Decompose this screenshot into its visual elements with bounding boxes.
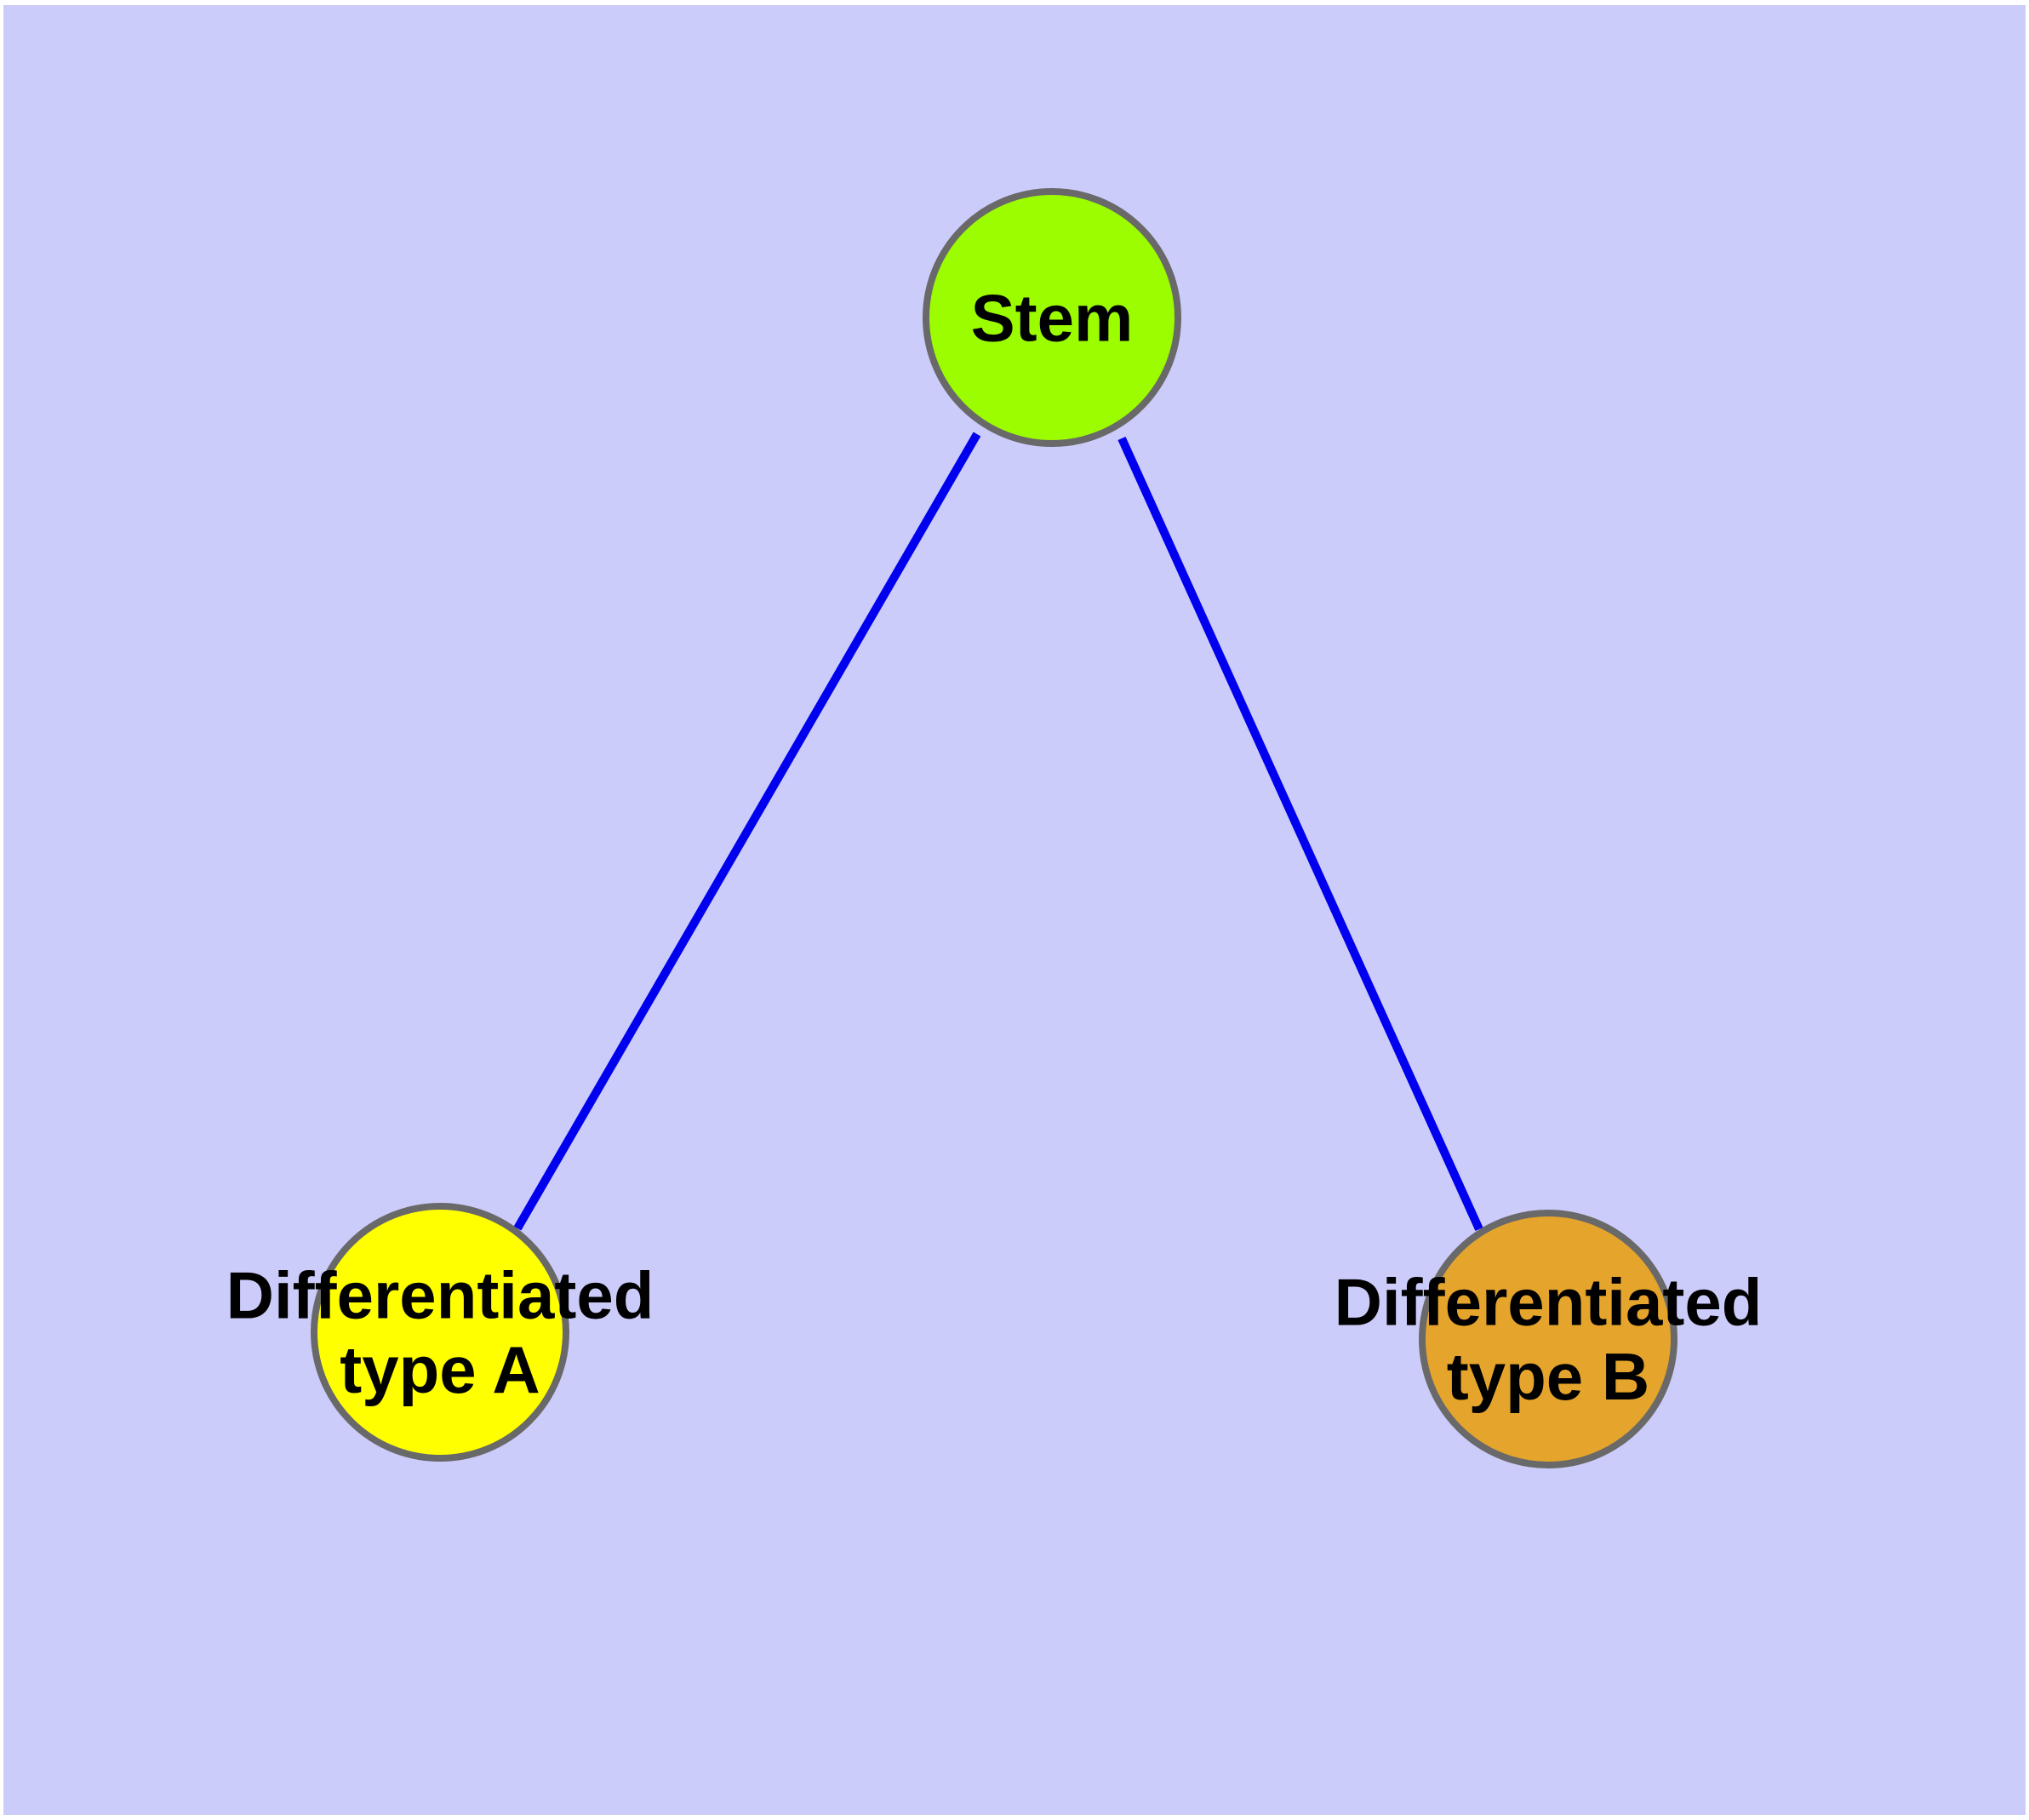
- node-stem-circle[interactable]: [923, 188, 1181, 447]
- node-differentiated-type-a-circle[interactable]: [311, 1203, 569, 1462]
- node-differentiated-type-b-circle[interactable]: [1419, 1210, 1677, 1468]
- node-stem-label: Stem: [971, 280, 1134, 355]
- edge-stem-to-diff-a[interactable]: [513, 432, 981, 1231]
- edge-layer: [513, 432, 1483, 1232]
- edge-stem-to-diff-b[interactable]: [1117, 436, 1483, 1232]
- node-stem[interactable]: Stem: [923, 188, 1181, 447]
